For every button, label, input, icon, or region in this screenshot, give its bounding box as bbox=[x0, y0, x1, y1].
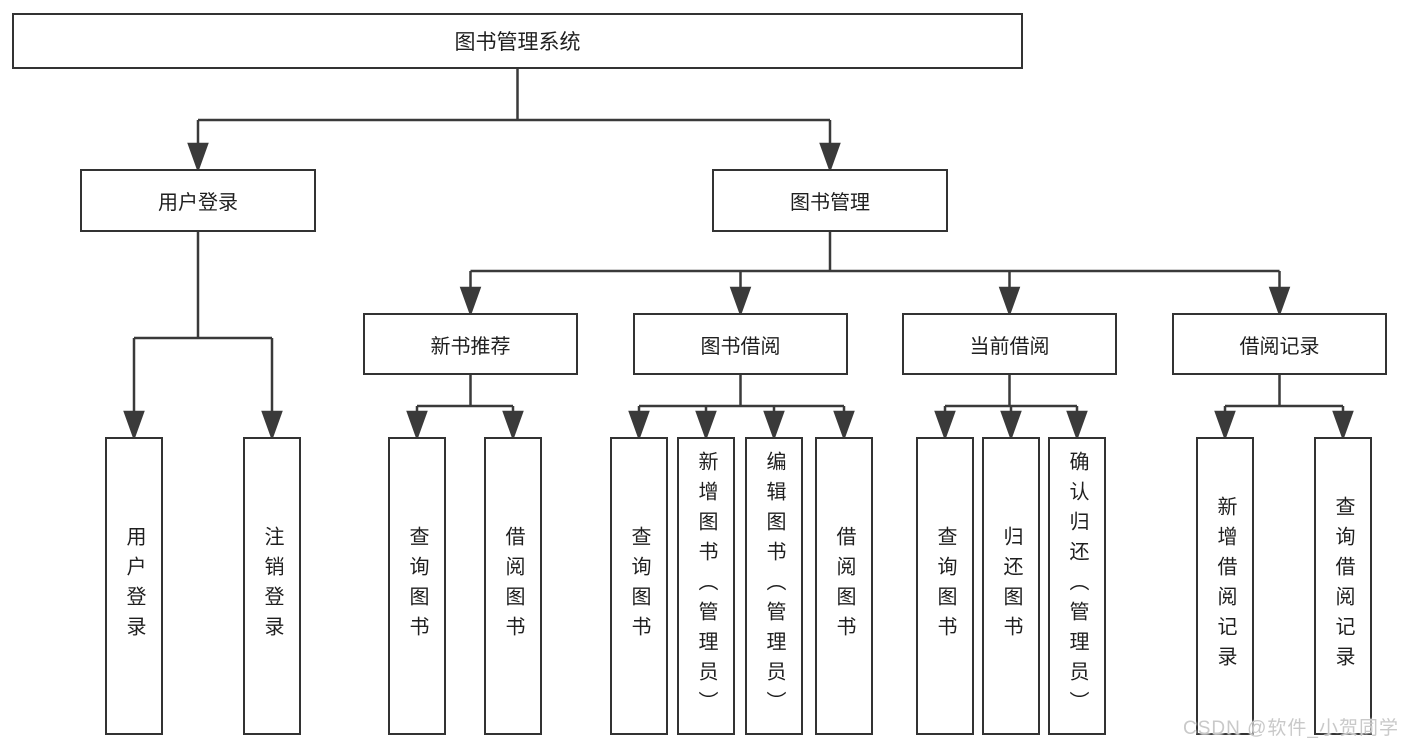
leaf-label: 编辑图书（管理员） bbox=[763, 451, 785, 721]
node-label: 新书推荐 bbox=[430, 335, 511, 358]
leaf-label: 查询图书 bbox=[628, 526, 650, 646]
connector-new-book-recommendation-to-leaves bbox=[406, 375, 524, 441]
node-new-book-recommendation: 新书推荐 bbox=[363, 313, 578, 375]
connector-book-management-to-level3 bbox=[459, 232, 1291, 317]
leaf-label: 查询图书 bbox=[406, 526, 428, 646]
leaf-label: 借阅图书 bbox=[502, 526, 524, 646]
node-label: 用户登录 bbox=[158, 192, 238, 214]
node-label: 图书管理系统 bbox=[454, 31, 581, 54]
leaf-add-borrow-record: 新增借阅记录 bbox=[1196, 437, 1254, 735]
leaf-query-borrow-record: 查询借阅记录 bbox=[1314, 437, 1372, 735]
node-label: 图书管理 bbox=[790, 192, 870, 214]
leaf-label: 借阅图书 bbox=[833, 526, 855, 646]
node-label: 借阅记录 bbox=[1239, 335, 1320, 358]
leaf-user-login: 用户登录 bbox=[105, 437, 163, 735]
leaf-add-books-admin: 新增图书（管理员） bbox=[677, 437, 735, 735]
node-book-management-system: 图书管理系统 bbox=[12, 13, 1023, 69]
leaf-return-books: 归还图书 bbox=[982, 437, 1040, 735]
leaf-label: 归还图书 bbox=[1000, 526, 1022, 646]
leaf-label: 查询图书 bbox=[934, 526, 956, 646]
node-label: 图书借阅 bbox=[700, 335, 781, 358]
connector-root-to-level2 bbox=[187, 69, 841, 173]
node-user-login: 用户登录 bbox=[80, 169, 316, 232]
leaf-label: 新增借阅记录 bbox=[1214, 496, 1236, 676]
leaf-edit-books-admin: 编辑图书（管理员） bbox=[745, 437, 803, 735]
node-label: 当前借阅 bbox=[969, 335, 1050, 358]
node-current-borrowing: 当前借阅 bbox=[902, 313, 1117, 375]
leaf-query-books-recommend: 查询图书 bbox=[388, 437, 446, 735]
node-borrowing-records: 借阅记录 bbox=[1172, 313, 1387, 375]
connector-book-borrowing-to-leaves bbox=[628, 375, 855, 441]
leaf-confirm-return-admin: 确认归还（管理员） bbox=[1048, 437, 1106, 735]
leaf-label: 确认归还（管理员） bbox=[1066, 451, 1088, 721]
connector-current-borrowing-to-leaves bbox=[934, 375, 1088, 441]
leaf-query-books-current: 查询图书 bbox=[916, 437, 974, 735]
leaf-label: 新增图书（管理员） bbox=[695, 451, 717, 721]
watermark: CSDN @软件_小贺同学 bbox=[1183, 718, 1399, 739]
node-book-borrowing: 图书借阅 bbox=[633, 313, 848, 375]
leaf-label: 查询借阅记录 bbox=[1332, 496, 1354, 676]
leaf-label: 用户登录 bbox=[123, 526, 145, 646]
leaf-query-books-borrowing: 查询图书 bbox=[610, 437, 668, 735]
connector-user-login-to-leaves bbox=[123, 232, 283, 441]
connector-borrowing-records-to-leaves bbox=[1214, 375, 1354, 441]
node-book-management: 图书管理 bbox=[712, 169, 948, 232]
leaf-logout: 注销登录 bbox=[243, 437, 301, 735]
leaf-borrow-books-borrowing: 借阅图书 bbox=[815, 437, 873, 735]
leaf-label: 注销登录 bbox=[261, 526, 283, 646]
leaf-borrow-books-recommend: 借阅图书 bbox=[484, 437, 542, 735]
